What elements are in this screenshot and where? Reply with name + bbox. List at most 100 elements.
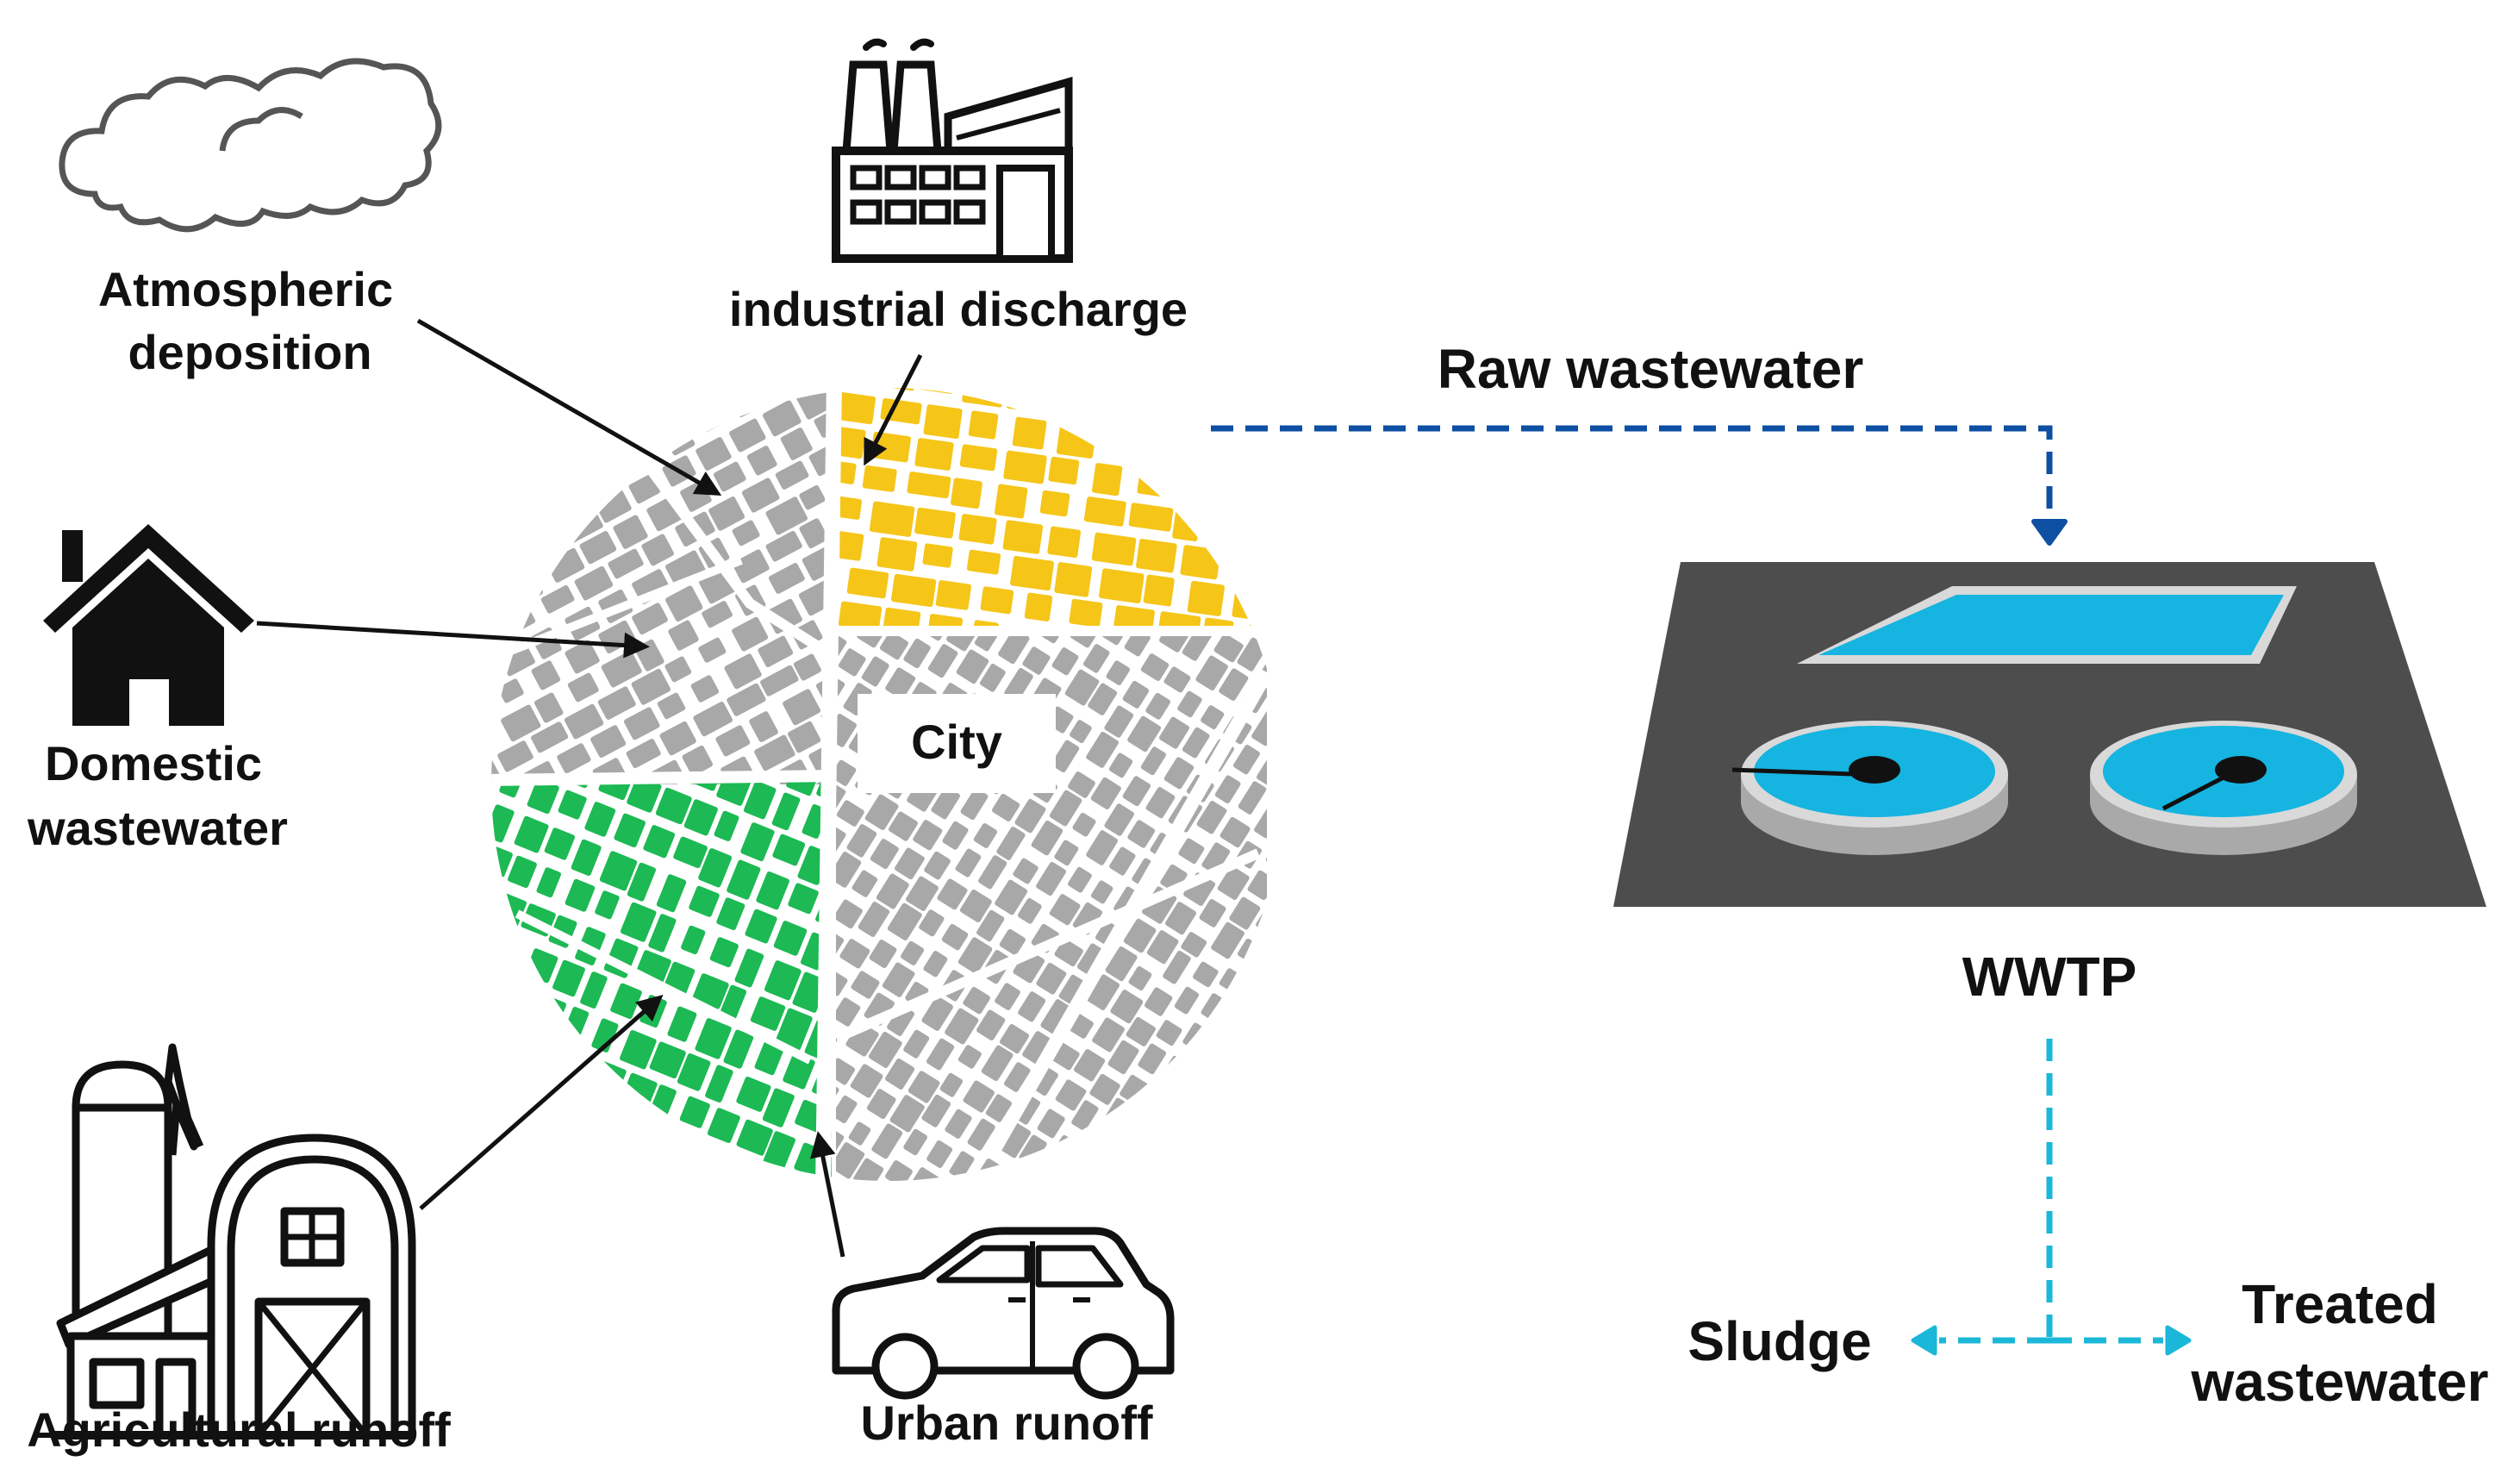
city-block <box>814 405 832 438</box>
city-block <box>698 848 733 888</box>
city-block <box>1214 1065 1245 1098</box>
city-block <box>758 1206 791 1243</box>
city-block <box>1226 481 1267 509</box>
city-block <box>1051 388 1085 418</box>
city-block <box>418 1034 445 1067</box>
city-block <box>836 714 857 747</box>
city-block <box>1172 509 1201 542</box>
city-block <box>1064 1161 1092 1181</box>
city-block <box>562 1092 596 1129</box>
city-block <box>703 1150 743 1181</box>
city-block <box>1418 687 1450 724</box>
city-block <box>1434 864 1465 895</box>
city-block <box>922 543 953 568</box>
city-block <box>364 547 397 577</box>
city-block <box>868 1031 902 1068</box>
farm-barn-icon <box>52 1043 416 1440</box>
city-block <box>1146 1222 1175 1254</box>
atmospheric-label-line2: deposition <box>128 325 371 379</box>
city-block <box>635 1115 666 1147</box>
city-block <box>1313 563 1348 599</box>
city-block <box>388 465 427 498</box>
city-block <box>836 495 863 520</box>
city-block <box>491 492 502 524</box>
city-block <box>788 721 821 753</box>
city-block <box>1456 728 1483 758</box>
city-block <box>1069 598 1103 628</box>
city-block <box>1470 757 1499 786</box>
city-block <box>1381 1040 1413 1077</box>
city-block <box>788 883 819 915</box>
city-block <box>587 1145 619 1181</box>
city-block <box>1137 469 1169 497</box>
city-block <box>532 425 567 459</box>
city-block <box>871 1123 903 1159</box>
city-block <box>614 247 652 283</box>
city-label-box <box>858 694 1056 793</box>
city-block <box>695 1018 732 1059</box>
city-block <box>1544 784 1570 812</box>
city-block <box>1110 990 1144 1024</box>
city-block <box>1180 1370 1211 1400</box>
city-block <box>1095 393 1131 429</box>
city-block <box>1319 750 1351 784</box>
city-block <box>1329 252 1363 281</box>
city-block <box>1436 665 1469 697</box>
city-block <box>1040 999 1071 1034</box>
city-block <box>1045 1189 1076 1222</box>
city-block <box>1269 557 1305 592</box>
city-block <box>762 1088 795 1127</box>
city-block <box>360 1010 393 1046</box>
city-block <box>1024 592 1053 621</box>
city-block <box>921 996 953 1031</box>
city-block <box>994 484 1028 519</box>
city-block <box>1415 896 1439 921</box>
city-block <box>850 1064 883 1098</box>
city-block <box>1364 722 1397 759</box>
city-block <box>1269 1071 1302 1108</box>
city-block <box>1163 666 1191 693</box>
city-block <box>1363 222 1392 251</box>
city-block <box>411 1115 440 1147</box>
city-block <box>876 873 909 909</box>
city-block <box>968 410 999 440</box>
city-block <box>419 820 451 857</box>
city-block <box>1049 894 1081 926</box>
city-block <box>1324 595 1359 632</box>
city-block <box>643 825 676 859</box>
atmospheric-arrow <box>416 318 722 496</box>
city-block <box>690 675 720 703</box>
city-block <box>1157 611 1201 629</box>
city-block <box>1379 952 1409 982</box>
city-block <box>1288 945 1322 983</box>
city-block <box>411 619 452 658</box>
city-block <box>1235 986 1265 1017</box>
city-block <box>444 1086 479 1123</box>
city-block <box>293 1069 329 1110</box>
city-block <box>564 703 604 740</box>
city-block <box>344 833 384 876</box>
city-block <box>914 507 956 539</box>
city-block <box>438 913 469 946</box>
city-block <box>514 815 549 853</box>
city-block <box>962 388 1006 408</box>
city-block <box>533 1038 564 1077</box>
city-block <box>1196 801 1227 834</box>
city-block <box>1306 528 1347 560</box>
city-block <box>1036 962 1067 995</box>
city-block <box>567 672 599 703</box>
city-block <box>830 334 859 363</box>
city-block <box>380 372 417 406</box>
city-block <box>1195 1296 1224 1326</box>
city-block <box>552 1174 589 1181</box>
city-block <box>595 490 632 523</box>
city-block <box>1146 930 1179 965</box>
city-block <box>1214 775 1241 804</box>
city-block <box>497 740 533 772</box>
city-block <box>396 528 434 562</box>
city-block <box>1357 1135 1384 1163</box>
city-block <box>869 501 915 537</box>
city-block <box>395 566 424 596</box>
raw-wastewater-flow <box>1211 425 2053 522</box>
city-block <box>1199 899 1226 927</box>
